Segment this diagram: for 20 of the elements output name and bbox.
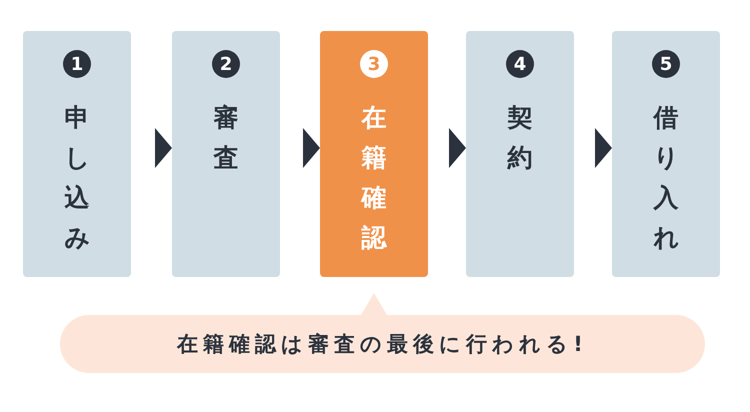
- arrow: [155, 128, 172, 168]
- step-box: [466, 31, 574, 277]
- step-label: 審査: [214, 102, 238, 174]
- step-number-badge: 2: [212, 50, 240, 78]
- arrow: [449, 128, 466, 168]
- step-number-badge: 5: [652, 50, 680, 78]
- arrow: [303, 128, 320, 168]
- step-number-badge: 1: [63, 50, 91, 78]
- step-label: 借り入れ: [654, 102, 678, 254]
- step-number-badge: 3: [360, 50, 388, 78]
- step-box: [23, 31, 131, 277]
- callout-text: 在籍確認は審査の最後に行われる!: [177, 331, 588, 358]
- step-box: [320, 31, 428, 277]
- step-label: 在籍確認: [362, 102, 386, 254]
- step-box: [612, 31, 720, 277]
- step-box: [172, 31, 280, 277]
- step-number-badge: 4: [506, 50, 534, 78]
- step-label: 申し込み: [64, 102, 90, 254]
- step-label: 契約: [508, 102, 532, 174]
- arrow: [595, 128, 612, 168]
